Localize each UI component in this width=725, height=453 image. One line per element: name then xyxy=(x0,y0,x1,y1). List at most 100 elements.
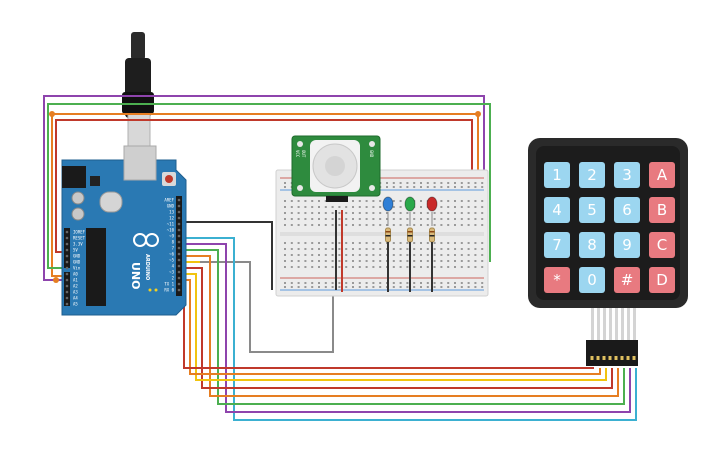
rail-hole xyxy=(284,286,286,288)
rail-hole xyxy=(467,182,470,184)
digital-pin[interactable] xyxy=(177,228,181,232)
terminal-hole xyxy=(426,248,429,250)
connector-pin[interactable] xyxy=(596,356,600,360)
power-analog-pin[interactable] xyxy=(65,230,69,234)
terminal-hole xyxy=(447,260,450,262)
connector-pin[interactable] xyxy=(614,356,618,360)
rail-hole xyxy=(433,282,436,284)
rail-hole xyxy=(386,186,388,188)
terminal-hole xyxy=(386,218,388,220)
digital-pin-label: 4 xyxy=(172,264,175,269)
terminal-hole xyxy=(392,224,395,226)
connector-pin[interactable] xyxy=(602,356,606,360)
terminal-hole xyxy=(467,248,470,250)
terminal-hole xyxy=(433,248,436,250)
digital-pin[interactable] xyxy=(177,204,181,208)
power-analog-pin[interactable] xyxy=(65,236,69,240)
terminal-hole xyxy=(311,248,314,250)
terminal-hole xyxy=(413,248,416,250)
power-analog-pin[interactable] xyxy=(65,248,69,252)
digital-pin[interactable] xyxy=(177,270,181,274)
digital-pin[interactable] xyxy=(177,276,181,280)
power-analog-pin[interactable] xyxy=(65,260,69,264)
reset-button-cap[interactable] xyxy=(165,175,173,183)
left-pin-label: A4 xyxy=(73,296,78,301)
terminal-hole xyxy=(304,248,307,250)
terminal-hole xyxy=(406,218,409,220)
usb-cable-cord xyxy=(131,32,145,60)
keypad-key-hash[interactable] xyxy=(614,267,640,293)
keypad-key-1[interactable] xyxy=(544,162,570,188)
keypad-key-label: D xyxy=(656,271,668,289)
keypad-key-3[interactable] xyxy=(614,162,640,188)
connector-pin[interactable] xyxy=(620,356,624,360)
digital-pin-label: 2 xyxy=(172,276,175,281)
terminal-hole xyxy=(304,260,307,262)
keypad-key-a[interactable] xyxy=(649,162,675,188)
terminal-hole xyxy=(311,242,314,244)
terminal-hole xyxy=(358,260,361,262)
keypad-key-7[interactable] xyxy=(544,232,570,258)
power-analog-pin[interactable] xyxy=(65,302,69,306)
power-analog-pin[interactable] xyxy=(65,242,69,246)
power-analog-pin[interactable] xyxy=(65,278,69,282)
connector-pin[interactable] xyxy=(632,356,636,360)
digital-pin[interactable] xyxy=(177,252,181,256)
terminal-hole xyxy=(379,266,382,268)
led xyxy=(426,196,438,212)
terminal-hole xyxy=(345,242,348,244)
keypad-key-8[interactable] xyxy=(579,232,605,258)
power-analog-pin[interactable] xyxy=(65,254,69,258)
keypad-key-b[interactable] xyxy=(649,197,675,223)
digital-pin[interactable] xyxy=(177,246,181,250)
terminal-hole xyxy=(372,200,375,202)
digital-pin[interactable] xyxy=(177,222,181,226)
left-pin-label: Vin xyxy=(73,266,81,271)
keypad-key-2[interactable] xyxy=(579,162,605,188)
keypad-key-6[interactable] xyxy=(614,197,640,223)
keypad-key-4[interactable] xyxy=(544,197,570,223)
terminal-hole xyxy=(345,248,348,250)
terminal-hole xyxy=(352,266,354,268)
connector-pin[interactable] xyxy=(590,356,594,360)
keypad-key-star[interactable] xyxy=(544,267,570,293)
terminal-hole xyxy=(481,248,484,250)
power-analog-pin[interactable] xyxy=(65,266,69,270)
power-analog-pin[interactable] xyxy=(65,290,69,294)
terminal-hole xyxy=(399,248,402,250)
power-analog-pin[interactable] xyxy=(65,272,69,276)
rail-hole xyxy=(420,182,422,184)
keypad-key-c[interactable] xyxy=(649,232,675,258)
digital-pin[interactable] xyxy=(177,264,181,268)
digital-pin[interactable] xyxy=(177,234,181,238)
power-analog-pin[interactable] xyxy=(65,284,69,288)
digital-pin[interactable] xyxy=(177,216,181,220)
rail-hole xyxy=(399,186,402,188)
digital-pin[interactable] xyxy=(177,240,181,244)
terminal-hole xyxy=(426,266,429,268)
keypad-key-d[interactable] xyxy=(649,267,675,293)
keypad-key-9[interactable] xyxy=(614,232,640,258)
keypad-key-0[interactable] xyxy=(579,267,605,293)
terminal-hole xyxy=(365,212,368,214)
terminal-hole xyxy=(352,260,354,262)
connector-pin[interactable] xyxy=(626,356,630,360)
terminal-hole xyxy=(413,254,416,256)
rail-hole xyxy=(324,286,327,288)
digital-pin[interactable] xyxy=(177,198,181,202)
keypad-key-5[interactable] xyxy=(579,197,605,223)
digital-pin[interactable] xyxy=(177,288,181,292)
terminal-hole xyxy=(420,218,422,220)
terminal-hole xyxy=(420,248,422,250)
pir-mount-hole xyxy=(369,141,375,147)
rail-hole xyxy=(406,186,409,188)
terminal-hole xyxy=(290,254,293,256)
digital-pin[interactable] xyxy=(177,258,181,262)
digital-pin[interactable] xyxy=(177,282,181,286)
digital-pin[interactable] xyxy=(177,210,181,214)
terminal-hole xyxy=(413,260,416,262)
rail-hole xyxy=(440,286,443,288)
connector-pin[interactable] xyxy=(608,356,612,360)
wire-junction xyxy=(53,277,59,283)
power-analog-pin[interactable] xyxy=(65,296,69,300)
